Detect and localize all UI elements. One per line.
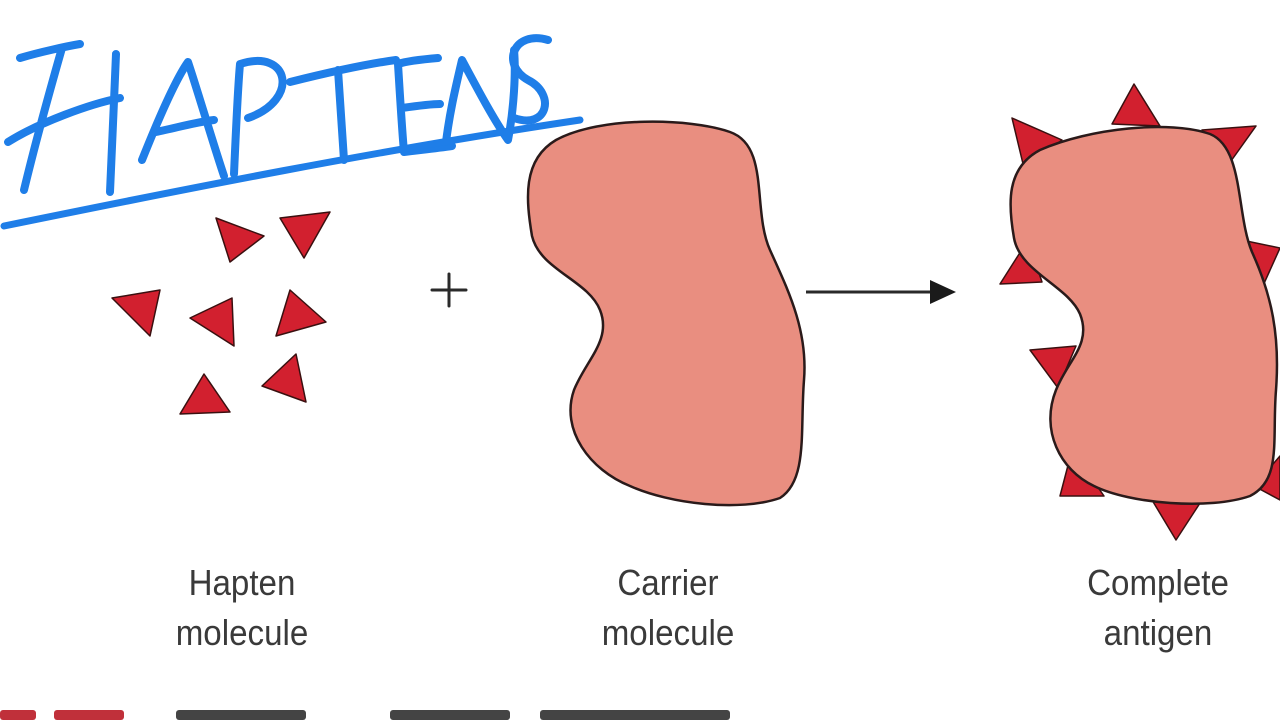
letter-t <box>286 56 400 164</box>
hapten-triangle <box>1111 83 1161 127</box>
letter-a <box>138 58 228 180</box>
caption-fragment <box>0 710 36 720</box>
plus-icon <box>430 272 468 308</box>
caption-fragment <box>54 710 124 720</box>
antigen-label-line-1: Complete <box>1087 562 1229 603</box>
hapten-molecule-label: Hapten molecule <box>132 558 353 658</box>
caption-fragment <box>390 710 510 720</box>
complete-antigen-label: Complete antigen <box>1048 558 1269 658</box>
hapten-triangle <box>261 353 307 403</box>
carrier-label-line-2: molecule <box>601 612 735 653</box>
hapten-molecules <box>111 211 331 415</box>
hapten-triangle <box>189 297 235 347</box>
complete-antigen-molecule <box>1009 125 1279 505</box>
carrier-label-line-1: Carrier <box>617 562 719 603</box>
letter-e <box>394 54 456 156</box>
handwritten-title-haptens <box>0 34 584 230</box>
caption-fragment <box>540 710 730 720</box>
carrier-molecule <box>526 120 806 507</box>
hapten-label-line-2: molecule <box>175 612 309 653</box>
hapten-triangle <box>179 373 231 415</box>
hapten-triangle <box>279 211 331 259</box>
letter-p <box>230 57 287 178</box>
hapten-triangle <box>111 289 161 337</box>
right-arrow-icon <box>806 280 956 304</box>
title-underline <box>0 116 584 230</box>
cut-off-caption <box>0 700 1280 720</box>
letter-s <box>509 34 552 125</box>
letter-h <box>4 40 124 196</box>
hapten-triangle <box>275 289 327 337</box>
letter-n <box>442 46 519 146</box>
hapten-label-line-1: Hapten <box>188 562 296 603</box>
hapten-triangle <box>1151 499 1203 541</box>
hapten-triangle <box>215 217 265 263</box>
carrier-molecule-label: Carrier molecule <box>558 558 779 658</box>
antigen-label-line-2: antigen <box>1103 612 1213 653</box>
caption-fragment <box>176 710 306 720</box>
